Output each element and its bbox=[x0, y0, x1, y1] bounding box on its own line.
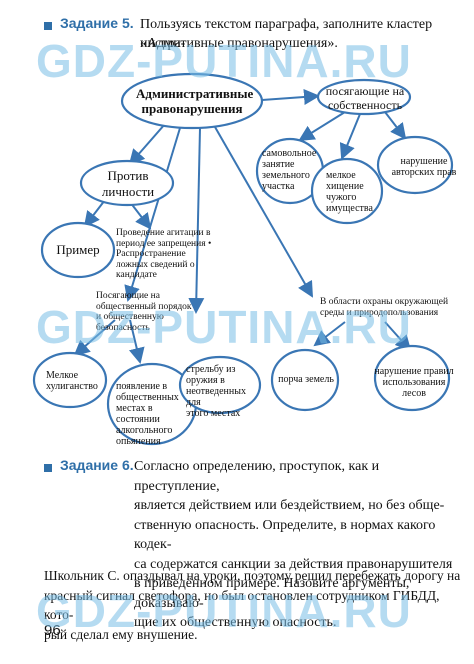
task5-label: Задание 5. bbox=[60, 15, 134, 31]
node-against bbox=[79, 159, 175, 207]
arrow-to-shooting bbox=[188, 127, 205, 314]
node-hooliganism bbox=[32, 351, 108, 409]
node-shooting bbox=[178, 355, 262, 415]
task5-line2: нистративные правонарушения». bbox=[140, 36, 338, 51]
task5-line1: Пользуясь текстом параграфа, заполните к… bbox=[140, 17, 433, 51]
task6-text: Согласно определению, проступок, как и п… bbox=[134, 459, 453, 630]
arrow-to-agitation bbox=[129, 201, 152, 230]
arrow-to-example bbox=[83, 199, 106, 228]
watermark-top: GDZ-PUTINA.RU bbox=[36, 35, 412, 87]
watermark-middle: GDZ-PUTINA.RU bbox=[36, 301, 412, 353]
arrow-to-against bbox=[128, 123, 166, 166]
node-petty-theft bbox=[310, 157, 384, 225]
soil-damage-label: порча земель bbox=[278, 374, 334, 385]
node-copyright bbox=[376, 135, 454, 195]
watermark-bottom: GDZ-PUTINA.RU bbox=[36, 585, 412, 637]
arrow-to-public-order bbox=[124, 127, 181, 302]
arrow-to-copyright bbox=[384, 111, 407, 140]
arrow-to-petty-theft bbox=[339, 113, 361, 160]
example-label: Пример bbox=[56, 242, 100, 257]
cluster-diagram bbox=[32, 72, 454, 446]
task6-label: Задание 6. bbox=[60, 457, 134, 473]
page-number: 96 bbox=[44, 622, 61, 639]
node-waste-rules bbox=[373, 344, 451, 412]
task6-bullet-icon bbox=[44, 464, 52, 472]
node-soil-damage bbox=[270, 348, 340, 412]
node-center bbox=[120, 72, 264, 130]
arrow-to-soil-damage bbox=[313, 321, 346, 347]
task5-bullet-icon bbox=[44, 22, 52, 30]
story-text: Школьник С. опаздывал на уроки, поэтому … bbox=[44, 568, 461, 642]
arrow-to-drunk bbox=[128, 319, 145, 364]
arrow-to-self-seizure bbox=[298, 111, 346, 142]
arrow-to-environment bbox=[214, 126, 313, 298]
node-example bbox=[40, 221, 116, 279]
node-property bbox=[316, 78, 412, 116]
arrow-to-hooliganism bbox=[73, 319, 116, 357]
arrow-to-property bbox=[261, 89, 320, 105]
